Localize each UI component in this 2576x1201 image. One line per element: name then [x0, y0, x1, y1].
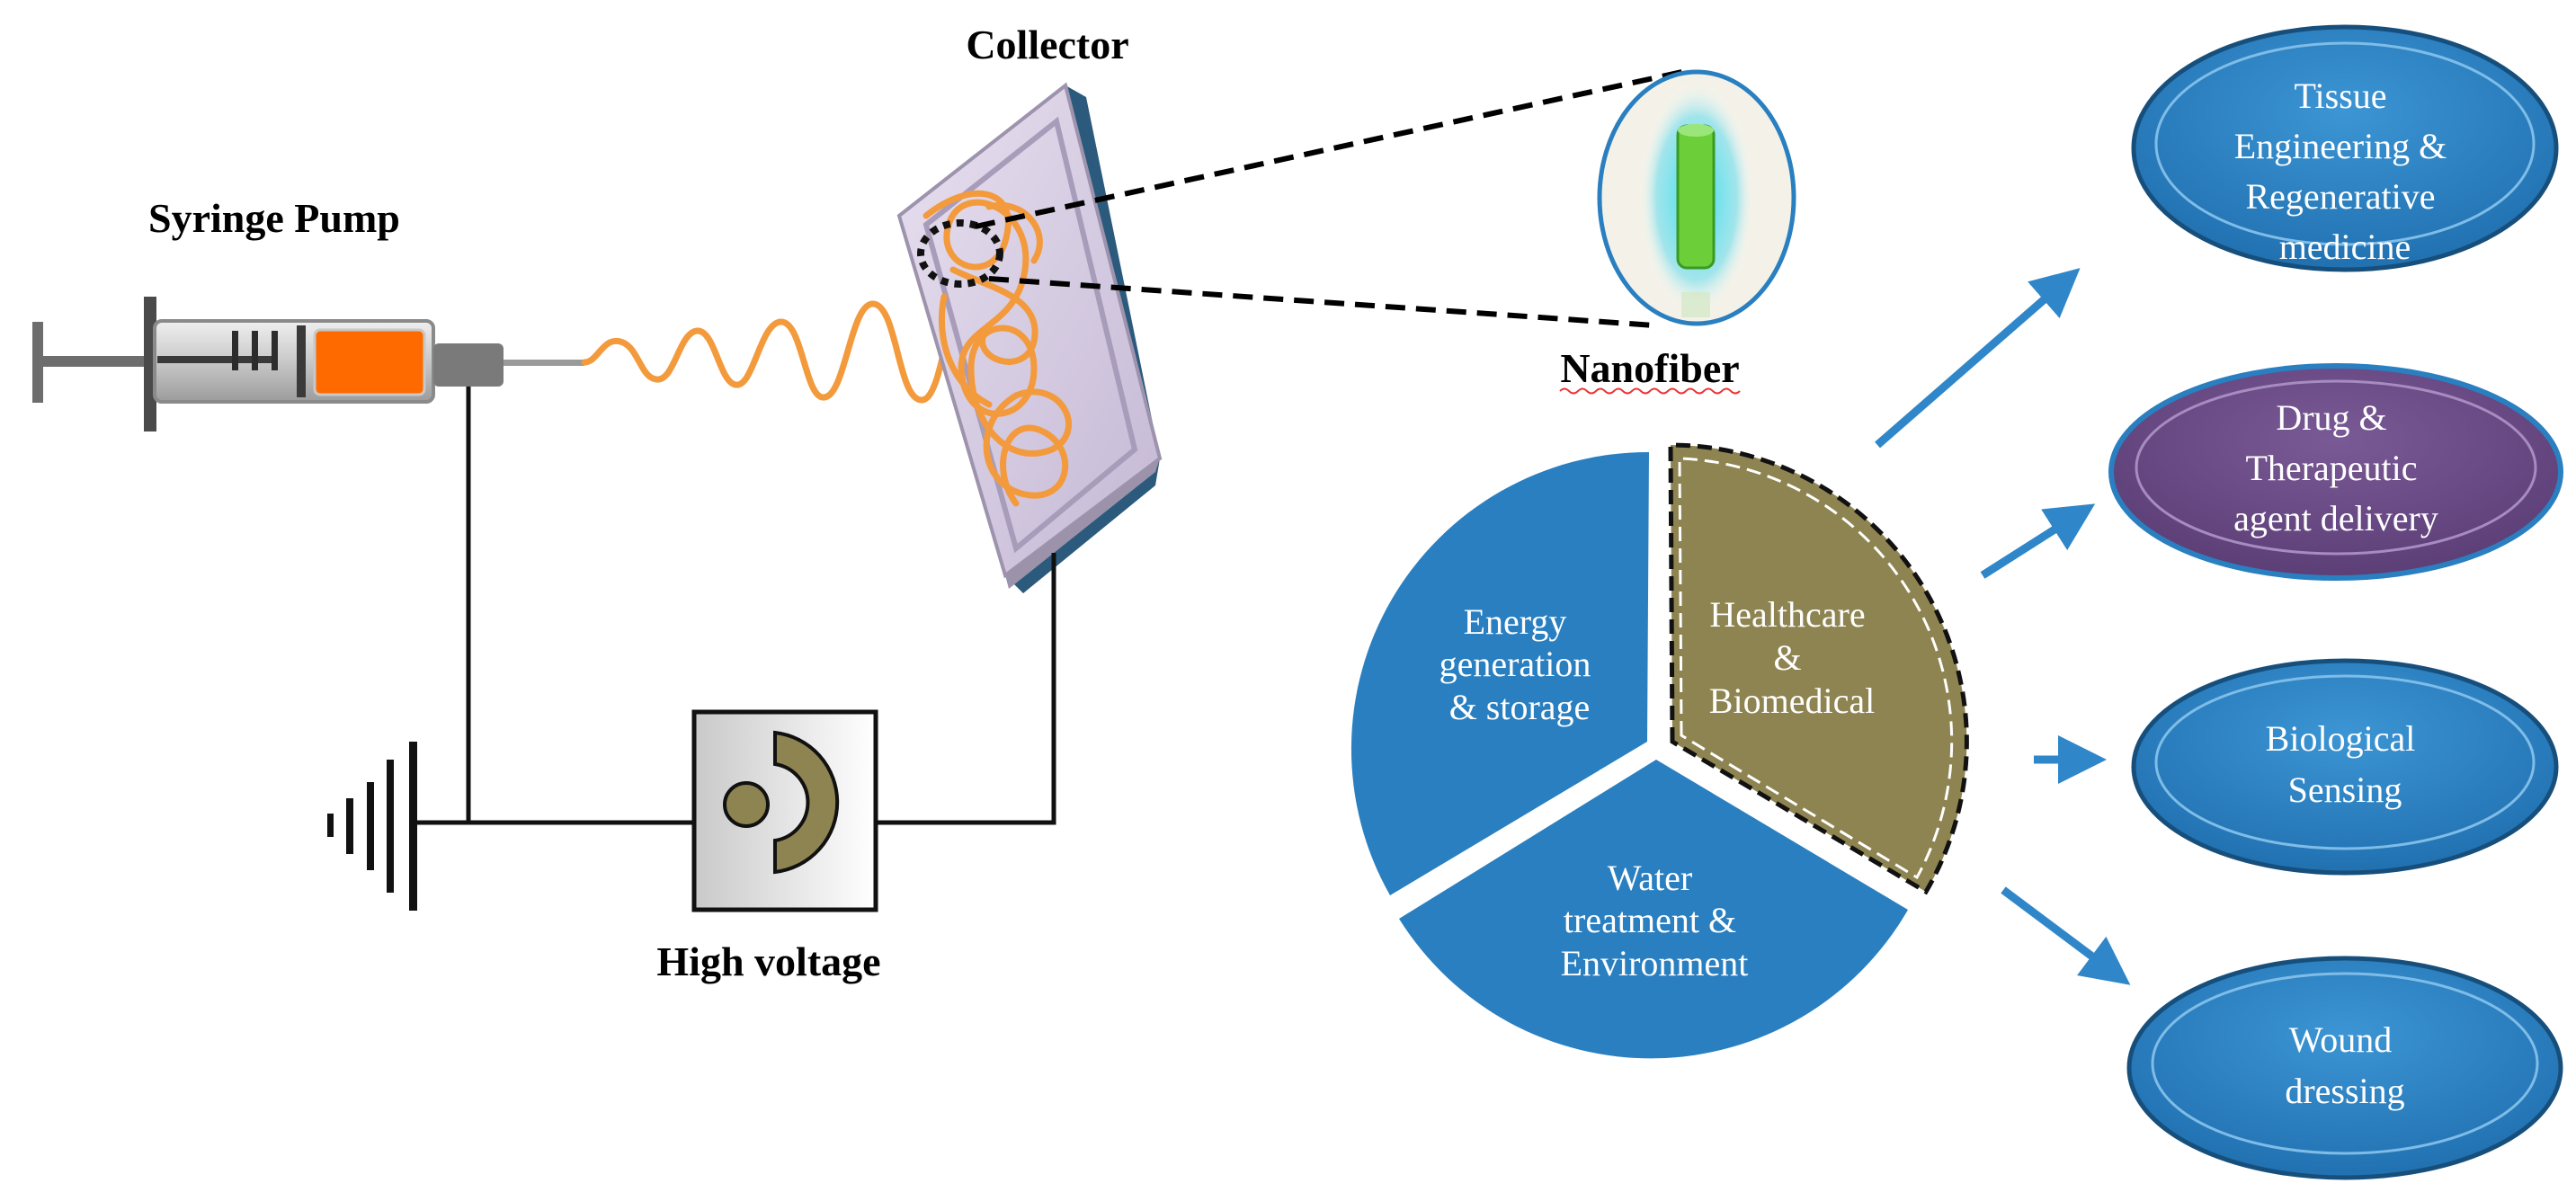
zoom-circle	[917, 219, 1003, 288]
pie-label-healthcare-line-2: &	[1773, 637, 1801, 678]
arrow-wound	[2001, 886, 2131, 985]
arrow-tissue	[1875, 268, 2081, 449]
pie-label-energy-line-1: Energy	[1464, 601, 1567, 642]
oval-wound-line-2: dressing	[2285, 1071, 2404, 1111]
syringe-pump-label: Syringe Pump	[148, 195, 400, 241]
oval-drug-line-3: agent delivery	[2233, 498, 2438, 538]
zoom-line-bottom	[988, 276, 1655, 328]
application-arrows	[1875, 268, 2131, 985]
pie-label-healthcare-line-1: Healthcare	[1709, 594, 1865, 635]
pie-label-healthcare: Healthcare & Biomedical	[1709, 594, 1875, 721]
oval-drug-line-2: Therapeutic	[2246, 448, 2418, 488]
oval-tissue-line-3: Regenerative	[2246, 176, 2436, 217]
pie-slice-healthcare	[1668, 442, 1969, 895]
oval-drug	[2108, 363, 2563, 581]
pie-label-healthcare-line-3: Biomedical	[1709, 681, 1875, 721]
pie-label-energy: Energy generation & storage	[1440, 601, 1600, 727]
oval-tissue-line-4: medicine	[2279, 227, 2411, 267]
oval-drug-line-1: Drug &	[2276, 397, 2386, 438]
oval-tissue-line-1: Tissue	[2294, 76, 2386, 116]
oval-sensing	[2131, 658, 2559, 876]
collector-label: Collector	[966, 22, 1128, 67]
collector-plate	[896, 82, 1163, 593]
oval-sensing-line-1: Biological	[2266, 718, 2416, 759]
high-voltage-source	[691, 709, 878, 912]
oval-wound	[2126, 956, 2563, 1180]
pie-label-water-line-2: treatment &	[1564, 900, 1736, 940]
nanofiber-underline	[1559, 387, 1741, 395]
nanofiber-inset	[1597, 69, 1796, 326]
applications-pie	[1350, 442, 1969, 1059]
nanofiber-label: Nanofiber	[1560, 345, 1739, 391]
oval-tissue	[2131, 24, 2559, 272]
pie-label-energy-line-2: generation	[1440, 644, 1591, 684]
oval-sensing-line-2: Sensing	[2288, 770, 2402, 810]
oval-wound-line-1: Wound	[2289, 1019, 2393, 1060]
pie-label-water: Water treatment & Environment	[1561, 858, 1749, 983]
pie-label-water-line-1: Water	[1608, 858, 1693, 898]
oval-sensing-label: Biological Sensing	[2266, 718, 2425, 810]
pie-label-energy-line-3: & storage	[1449, 687, 1591, 727]
syringe-pump	[32, 297, 584, 431]
oval-drug-label: Drug & Therapeutic agent delivery	[2233, 397, 2438, 538]
oval-tissue-line-2: Engineering &	[2234, 126, 2447, 166]
ground-symbol	[327, 742, 417, 911]
pie-slice-water	[1399, 760, 1908, 1059]
circuit-wires	[415, 387, 1056, 825]
arrow-drug	[1980, 503, 2096, 579]
oval-wound-label: Wound dressing	[2285, 1019, 2404, 1111]
pie-slice-energy	[1350, 451, 1649, 895]
oval-tissue-label: Tissue Engineering & Regenerative medici…	[2234, 76, 2456, 267]
fiber-mat	[923, 190, 1072, 507]
high-voltage-label: High voltage	[656, 939, 880, 984]
pie-label-water-line-3: Environment	[1561, 943, 1749, 983]
